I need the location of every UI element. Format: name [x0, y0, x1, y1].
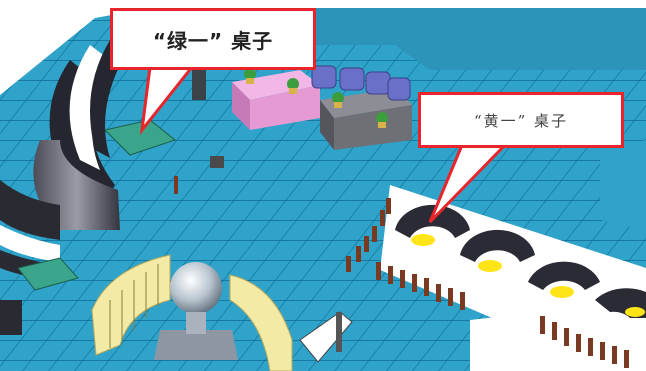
plants	[244, 68, 388, 128]
bottom-post	[336, 312, 342, 352]
callout-yellow-label: “黄一” 桌子	[418, 92, 624, 148]
pink-booth	[232, 70, 320, 130]
callout-green-label: “绿一” 桌子	[110, 8, 316, 70]
small-box	[210, 156, 224, 168]
post	[174, 176, 178, 194]
globe-sculpture	[154, 262, 238, 360]
curved-display-panel	[91, 254, 293, 371]
left-arc-walls	[0, 40, 125, 335]
green-table-2	[17, 257, 79, 291]
door	[192, 62, 206, 100]
chairs	[311, 65, 411, 101]
right-edge-floor	[600, 140, 646, 230]
green-table-1	[104, 119, 177, 156]
fence-posts	[346, 198, 629, 368]
